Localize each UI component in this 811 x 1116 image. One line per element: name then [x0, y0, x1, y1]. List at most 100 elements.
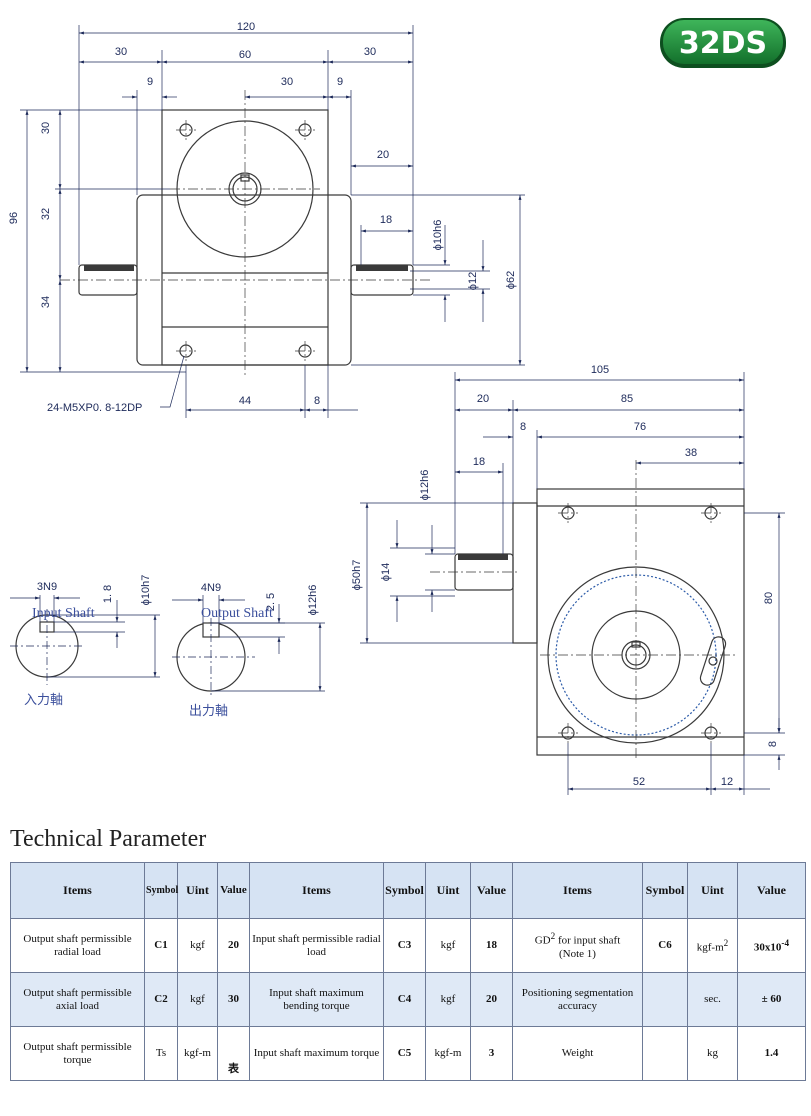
dim-32-vert: 32: [40, 208, 52, 220]
dim-1-8: 1. 8: [102, 585, 114, 603]
header-unit: Uint: [687, 862, 738, 919]
dim-80: 80: [763, 592, 775, 604]
header-symbol: Symbol: [383, 862, 426, 919]
dim-18-side: 18: [473, 456, 485, 468]
unit-cell: kgf: [177, 972, 218, 1027]
symbol-cell: [642, 1026, 688, 1081]
item-cell: Weight: [512, 1026, 643, 1081]
item-cell: Output shaft permissible radial load: [10, 918, 145, 973]
top-view-centerlines: [60, 90, 430, 375]
input-shaft-section: 3N9 1. 8 ϕ10h7 Input Shaft 入力軸: [10, 575, 160, 708]
unit-cell: kgf-m: [177, 1026, 218, 1081]
tap-spec: 24-M5XP0. 8-12DP: [47, 402, 142, 414]
value-cell: 18: [470, 918, 513, 973]
output-shaft-cn-label: 出力軸: [189, 704, 228, 719]
badge-text: 32DS: [679, 26, 767, 61]
model-badge: 32DS: [660, 18, 786, 68]
value-text: 30x10: [753, 941, 782, 954]
header-symbol: Symbol: [144, 862, 178, 919]
superscript: 2: [723, 937, 729, 948]
unit-cell: kgf: [177, 918, 218, 973]
superscript: 2: [550, 931, 556, 942]
output-shaft-label: Output Shaft: [201, 606, 273, 621]
unit-cell: kgf: [425, 918, 471, 973]
header-unit: Uint: [177, 862, 218, 919]
header-unit: Uint: [425, 862, 471, 919]
dim-phi10h6: ϕ10h6: [432, 220, 444, 251]
dim-8-vert: 8: [767, 741, 779, 747]
side-view-dimensions: [360, 372, 785, 795]
dim-34-vert: 34: [40, 296, 52, 308]
dim-30-left: 30: [115, 46, 127, 58]
top-view-dimension-labels: 120 30 60 30 9 30 9 20 18 96 30 32 34 ϕ1…: [8, 21, 517, 414]
dim-38: 38: [685, 447, 697, 459]
item-cell: Output shaft permissible axial load: [10, 972, 145, 1027]
side-view-centerlines: [430, 460, 735, 760]
dim-3n9: 3N9: [37, 581, 57, 593]
value-cell: 30x10-4: [737, 918, 806, 973]
header-items: Items: [249, 862, 384, 919]
dim-60: 60: [239, 49, 251, 61]
header-items: Items: [10, 862, 145, 919]
dim-76: 76: [634, 421, 646, 433]
item-cell: Input shaft maximum torque: [249, 1026, 384, 1081]
header-items: Items: [512, 862, 643, 919]
dim-phi14: ϕ14: [380, 563, 392, 581]
dim-20-side: 20: [477, 393, 489, 405]
symbol-cell: C5: [383, 1026, 426, 1081]
header-value: Value: [470, 862, 513, 919]
value-cell: 30: [217, 972, 250, 1027]
item-text: for input shaft: [555, 934, 621, 947]
dim-105: 105: [591, 364, 609, 376]
symbol-cell: [642, 972, 688, 1027]
value-cell: 1.4: [737, 1026, 806, 1081]
dim-44: 44: [239, 395, 251, 407]
dim-30-right: 30: [364, 46, 376, 58]
item-note: (Note 1): [559, 947, 596, 960]
dim-85: 85: [621, 393, 633, 405]
item-cell: Input shaft maximum bending torque: [249, 972, 384, 1027]
side-view-dimension-labels: 105 20 85 8 76 18 38 ϕ12h6 ϕ50h7 ϕ14 80 …: [351, 364, 779, 788]
dim-96: 96: [8, 212, 20, 224]
dim-30-vert: 30: [40, 122, 52, 134]
dim-12: 12: [721, 776, 733, 788]
unit-cell: kg: [687, 1026, 738, 1081]
input-shaft-label: Input Shaft: [32, 606, 95, 621]
table-header-row: Items Symbol Uint Value Items Symbol Uin…: [10, 862, 806, 919]
item-text: GD: [534, 934, 551, 947]
dim-phi12h6-shaft: ϕ12h6: [307, 585, 319, 616]
symbol-cell: Ts: [144, 1026, 178, 1081]
dim-2-5: 2. 5: [265, 593, 277, 611]
dim-phi12: ϕ12: [467, 272, 479, 290]
value-cell: ± 60: [737, 972, 806, 1027]
table-row: Output shaft permissible axial load C2 k…: [10, 972, 806, 1027]
dim-8: 8: [314, 395, 320, 407]
dim-52: 52: [633, 776, 645, 788]
dim-18: 18: [380, 214, 392, 226]
header-symbol: Symbol: [642, 862, 688, 919]
value-cell: 20: [470, 972, 513, 1027]
item-cell: Positioning segmentation accuracy: [512, 972, 643, 1027]
technical-drawing: 32DS: [8, 18, 786, 795]
unit-cell: sec.: [687, 972, 738, 1027]
dim-9-right: 9: [337, 76, 343, 88]
symbol-cell: C4: [383, 972, 426, 1027]
top-view-dimensions: [20, 25, 525, 418]
value-cell: 20: [217, 918, 250, 973]
side-view: [454, 488, 745, 756]
unit-cell: kgf-m2: [687, 918, 738, 973]
unit-cell: kgf: [425, 972, 471, 1027]
item-cell: Input shaft permissible radial load: [249, 918, 384, 973]
dim-30-center: 30: [281, 76, 293, 88]
dim-4n9: 4N9: [201, 582, 221, 594]
header-value: Value: [217, 862, 250, 919]
superscript: -4: [781, 937, 790, 948]
unit-text: kgf-m: [696, 941, 724, 954]
symbol-cell: C3: [383, 918, 426, 973]
input-shaft-cn-label: 入力軸: [24, 693, 63, 708]
dim-phi12h6-side: ϕ12h6: [419, 470, 431, 501]
output-shaft-section: 4N9 2. 5 ϕ12h6 Output Shaft 出力軸: [172, 582, 325, 719]
item-cell: Output shaft permissible torque: [10, 1026, 145, 1081]
symbol-cell: C6: [642, 918, 688, 973]
dim-phi50h7: ϕ50h7: [351, 560, 363, 591]
